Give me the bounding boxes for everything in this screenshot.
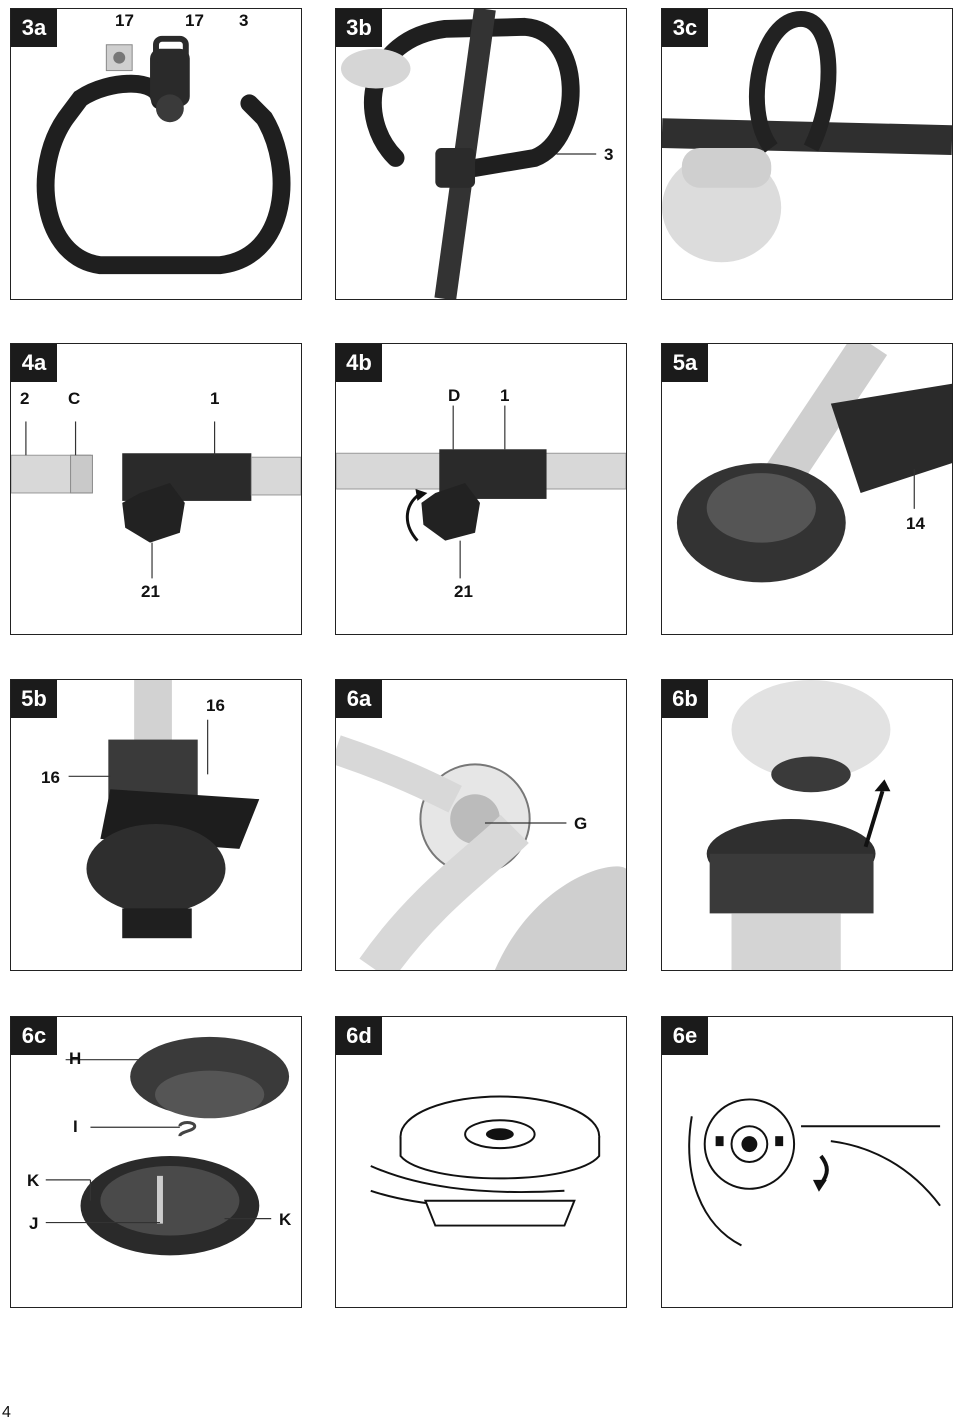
figure-label: 6b [662,680,708,718]
guard-attachment-illustration [676,344,952,583]
callout-label: K [27,1171,40,1190]
spool-line-insertion-drawing [688,1098,941,1247]
callout-label: 16 [206,696,225,715]
callout-label: 1 [500,386,510,405]
figure-label: 3c [662,9,708,47]
figure-panel-6e: 6e [661,1016,953,1308]
callout-label: 17 [115,11,134,30]
callout-label: K [279,1210,292,1229]
figure-label: 6e [662,1017,708,1055]
figure-panel-6a: 6a G [335,679,627,971]
figure-label: 6d [336,1017,382,1055]
spool-components-illustration [45,1036,290,1256]
figure-panel-5a: 5a 14 [661,343,953,635]
callout-label: G [574,814,588,833]
figure-panel-4a: 4a 2 C 1 21 [10,343,302,635]
callout-label: C [68,389,81,408]
callout-label: 1 [210,389,220,408]
shaft-coupling-illustration [11,421,301,579]
shaft-locking-illustration [336,405,626,579]
handle-tightening-illustration [662,10,952,263]
callout-label: J [29,1214,39,1233]
figure-panel-6d: 6d [335,1016,627,1308]
callout-label: H [69,1049,82,1068]
figure-panel-5b: 5b 16 16 [10,679,302,971]
figure-panel-3c: 3c [661,8,953,300]
spool-cap-removal-illustration [706,680,891,970]
callout-label: 21 [141,582,160,601]
figure-panel-4b: 4b D 1 21 [335,343,627,635]
figure-label: 5b [11,680,57,718]
figure-panel-6b: 6b [661,679,953,971]
figure-label: 6c [11,1017,57,1055]
callout-label: 16 [41,768,60,787]
callout-label: 17 [185,11,204,30]
figure-label: 4a [11,344,57,382]
spool-winding-drawing [370,1095,601,1227]
figure-label: 4b [336,344,382,382]
spool-cap-release-illustration [336,735,626,970]
callout-label: 21 [454,582,473,601]
handle-mount-illustration [340,9,597,299]
page-number: 4 [2,1404,11,1421]
callout-label: 2 [20,389,30,408]
figure-panel-3a: 3a 17 17 3 [10,8,302,300]
callout-label: 14 [906,514,925,533]
callout-label: 3 [239,11,249,30]
callout-label: D [448,386,461,405]
figure-panel-6c: 6c H I K J K [10,1016,302,1308]
figure-label: 6a [336,680,382,718]
handle-loop-illustration [36,35,291,275]
figure-label: 3b [336,9,382,47]
figure-label: 5a [662,344,708,382]
figure-label: 3a [11,9,57,47]
callout-label: I [73,1117,78,1136]
guard-screws-illustration [68,680,260,939]
callout-label: 3 [604,145,614,164]
figure-panel-3b: 3b 3 [335,8,627,300]
